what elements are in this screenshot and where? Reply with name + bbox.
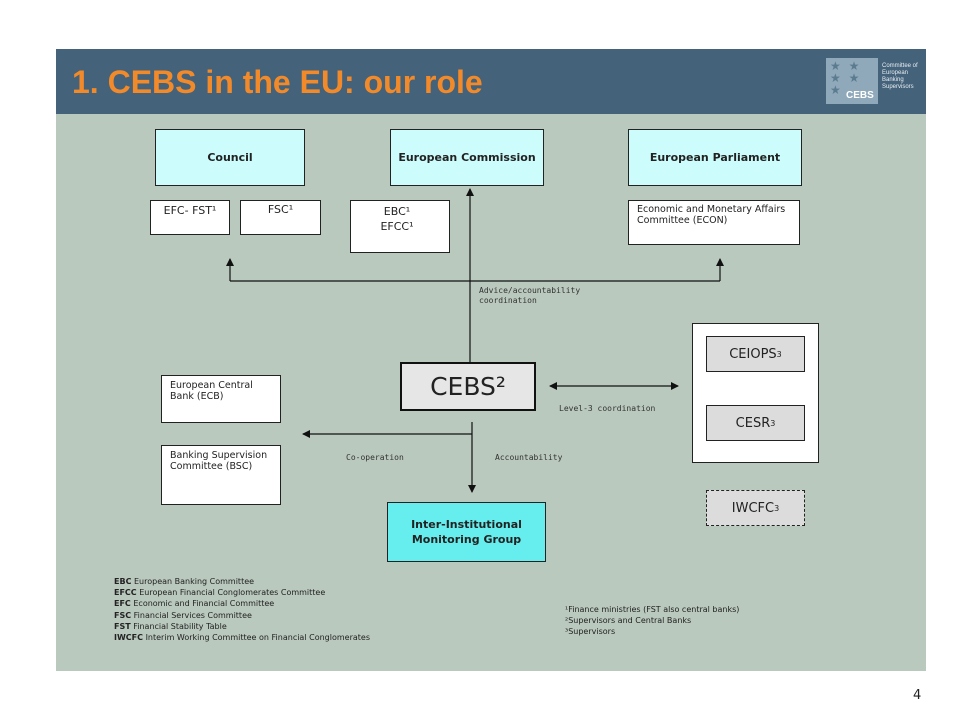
legend-item: EFC Economic and Financial Committee bbox=[114, 599, 275, 609]
cebs-logo: ★ ★★ ★ ★ CEBS bbox=[826, 58, 878, 104]
iwcfc-sup: 3 bbox=[774, 503, 780, 513]
cesr-sup: 3 bbox=[770, 418, 776, 428]
slide-title: 1. CEBS in the EU: our role bbox=[72, 64, 483, 100]
cooperation-label: Co-operation bbox=[346, 453, 404, 462]
legend-item: EFCC European Financial Conglomerates Co… bbox=[114, 588, 326, 598]
footnote-2: ²Supervisors and Central Banks bbox=[565, 616, 692, 625]
page-number: 4 bbox=[913, 688, 922, 703]
iwcfc-label: IWCFC bbox=[731, 500, 775, 516]
ceiops-label: CEIOPS bbox=[729, 346, 777, 362]
ecb-box: European Central Bank (ECB) bbox=[161, 375, 281, 423]
abbreviation-legend: EBC European Banking Committee EFCC Euro… bbox=[114, 576, 370, 643]
footnote-3: ³Supervisors bbox=[565, 627, 616, 636]
council-box: Council bbox=[155, 129, 305, 186]
ceiops-sup: 3 bbox=[776, 349, 782, 359]
logo-subtitle: Committee of European Banking Supervisor… bbox=[882, 63, 918, 90]
ebc-label: EBC¹ bbox=[383, 205, 411, 218]
logo-text: CEBS bbox=[846, 90, 874, 101]
econ-box: Economic and Monetary Affairs Committee … bbox=[628, 200, 800, 245]
commission-box: European Commission bbox=[390, 129, 544, 186]
stars-icon: ★ ★★ ★ ★ bbox=[830, 59, 862, 97]
efcc-label: EFCC¹ bbox=[380, 220, 414, 233]
legend-item: FSC Financial Services Committee bbox=[114, 610, 252, 620]
header-bar bbox=[56, 49, 926, 114]
advice-label: Advice/accountability coordination bbox=[479, 286, 581, 305]
accountability-label: Accountability bbox=[495, 453, 563, 462]
parliament-box: European Parliament bbox=[628, 129, 802, 186]
fsc-box: FSC¹ bbox=[240, 200, 321, 235]
ebc-efcc-box: EBC¹ EFCC¹ bbox=[350, 200, 450, 253]
legend-item: IWCFC Interim Working Committee on Finan… bbox=[114, 633, 370, 643]
bsc-box: Banking Supervision Committee (BSC) bbox=[161, 445, 281, 505]
efc-fst-box: EFC- FST¹ bbox=[150, 200, 230, 235]
legend-item: EBC European Banking Committee bbox=[114, 577, 255, 586]
monitoring-group-box: Inter-Institutional Monitoring Group bbox=[387, 502, 546, 562]
level3-label: Level-3 coordination bbox=[559, 404, 656, 413]
cesr-label: CESR bbox=[735, 415, 771, 431]
legend-item: FST Financial Stability Table bbox=[114, 621, 227, 631]
footnote-1: ¹Finance ministries (FST also central ba… bbox=[565, 605, 740, 614]
footnotes: ¹Finance ministries (FST also central ba… bbox=[565, 604, 739, 637]
cebs-box: CEBS² bbox=[400, 362, 536, 411]
